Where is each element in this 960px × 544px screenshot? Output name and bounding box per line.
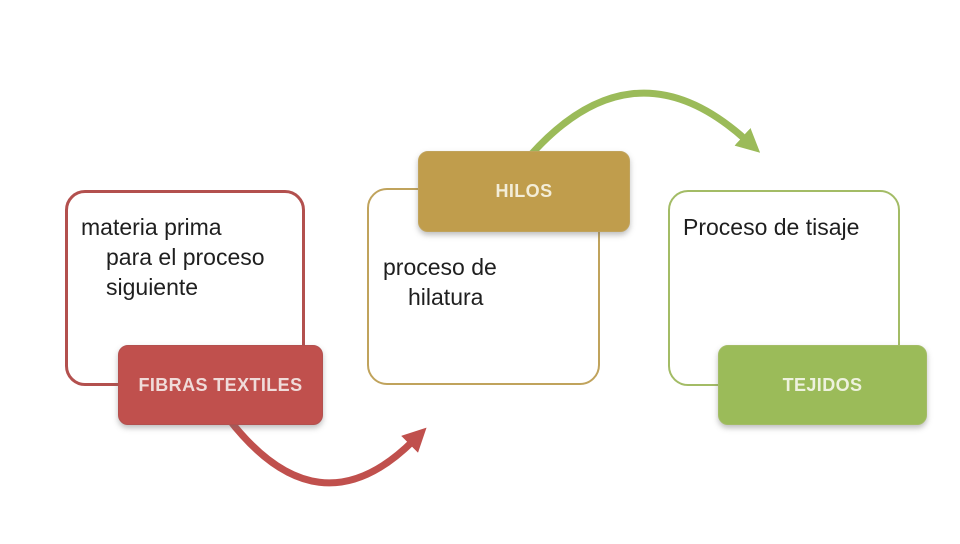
stage-label-fibras-textiles: FIBRAS TEXTILES (118, 345, 323, 425)
stage-label-tejidos: TEJIDOS (718, 345, 927, 425)
note-tejidos: Proceso de tisaje (683, 212, 859, 242)
stage-label-hilos: HILOS (418, 151, 630, 232)
note-hilos-line-1: proceso de (383, 254, 497, 280)
note-tejidos-line-1: Proceso de tisaje (683, 214, 860, 240)
note-fibras-line-3: siguiente (106, 274, 199, 300)
note-hilos-line-2: hilatura (408, 284, 484, 310)
note-fibras: materia prima para el proceso siguiente (81, 212, 265, 302)
note-hilos: proceso de hilatura (383, 252, 497, 312)
arrow-fibras-to-hilos-curve (225, 415, 427, 487)
note-fibras-line-1: materia prima (81, 214, 222, 240)
note-fibras-line-2: para el proceso (106, 244, 265, 270)
